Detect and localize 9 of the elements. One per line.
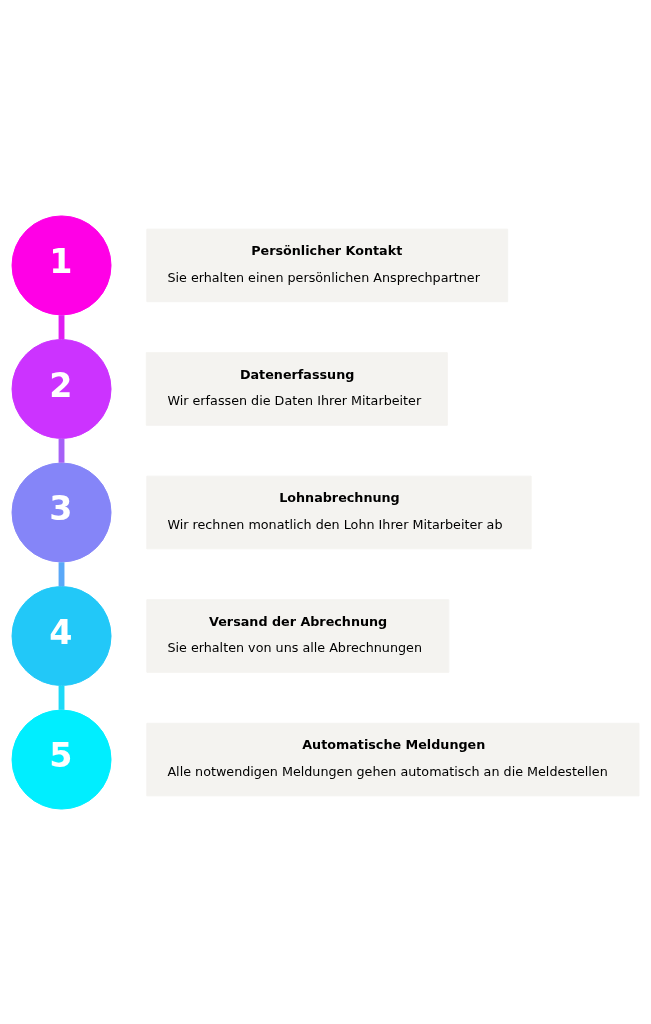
node-circle: 4 <box>11 585 112 686</box>
connector <box>58 438 65 463</box>
connector <box>58 685 65 710</box>
node-circle: 5 <box>11 709 112 810</box>
connector <box>58 314 65 339</box>
node-circle: 1 <box>11 214 112 315</box>
node-circle: 2 <box>11 338 112 439</box>
connector <box>58 561 65 586</box>
node-circle: 3 <box>11 462 112 562</box>
